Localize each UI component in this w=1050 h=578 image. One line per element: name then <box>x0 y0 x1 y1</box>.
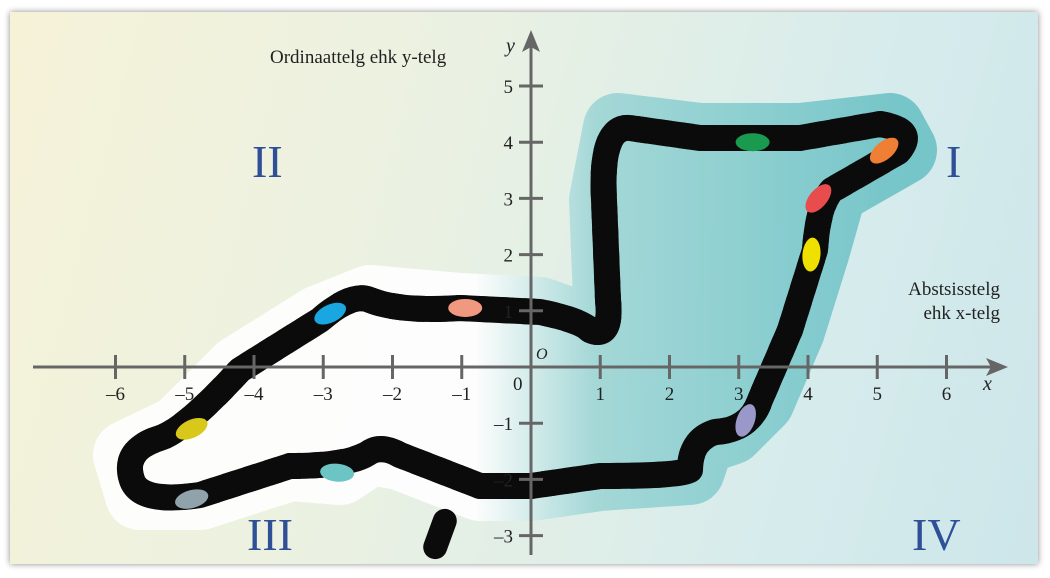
black-car <box>423 508 457 560</box>
car <box>735 404 756 437</box>
race-track <box>130 111 905 497</box>
y-tick-label: –3 <box>493 527 513 548</box>
x-axis-description-line2: ehk x-telg <box>923 303 1000 324</box>
y-tick-label: –2 <box>493 470 513 491</box>
y-tick-label: –1 <box>493 414 513 435</box>
car <box>175 417 208 440</box>
quadrant-III-label: III <box>247 509 293 560</box>
axes <box>33 30 1008 555</box>
x-axis-arrow-icon <box>986 358 1008 376</box>
x-tick-label: –3 <box>313 384 333 405</box>
x-tick-label: 4 <box>803 384 813 405</box>
quadrant-IV-label: IV <box>912 509 961 560</box>
y-tick-label: 2 <box>504 246 514 267</box>
cars <box>175 133 899 509</box>
x-tick-label: 6 <box>942 384 952 405</box>
y-axis-label: y <box>504 35 515 57</box>
quadrant-II-label: II <box>252 136 283 187</box>
y-axis-description: Ordinaattelg ehk y-telg <box>270 47 447 68</box>
car <box>448 298 483 317</box>
x-tick-label: 5 <box>873 384 883 405</box>
origin-label: O <box>536 346 548 363</box>
car <box>802 237 821 272</box>
y-axis-arrow-icon <box>522 30 540 52</box>
x-axis-description-line1: Abstsisstelg <box>908 279 1000 300</box>
y-tick-label: 3 <box>504 189 514 210</box>
car <box>314 302 347 325</box>
quadrant-I-label: I <box>946 136 961 187</box>
car <box>320 463 355 482</box>
x-tick-label: 3 <box>734 384 744 405</box>
car <box>175 489 209 509</box>
zero-label: 0 <box>513 374 523 395</box>
x-tick-label: –1 <box>451 384 471 405</box>
y-tick-label: 4 <box>504 133 514 154</box>
car <box>735 133 770 152</box>
y-tick-label: 5 <box>504 77 514 98</box>
x-tick-label: 2 <box>665 384 675 405</box>
x-tick-label: –6 <box>105 384 125 405</box>
car <box>805 184 832 213</box>
x-axis-label: x <box>982 373 992 395</box>
x-tick-label: –5 <box>174 384 194 405</box>
x-tick-label: –4 <box>244 384 265 405</box>
car <box>869 137 899 164</box>
x-tick-label: 1 <box>596 384 606 405</box>
x-tick-label: –2 <box>382 384 402 405</box>
y-tick-label: 1 <box>504 302 514 323</box>
